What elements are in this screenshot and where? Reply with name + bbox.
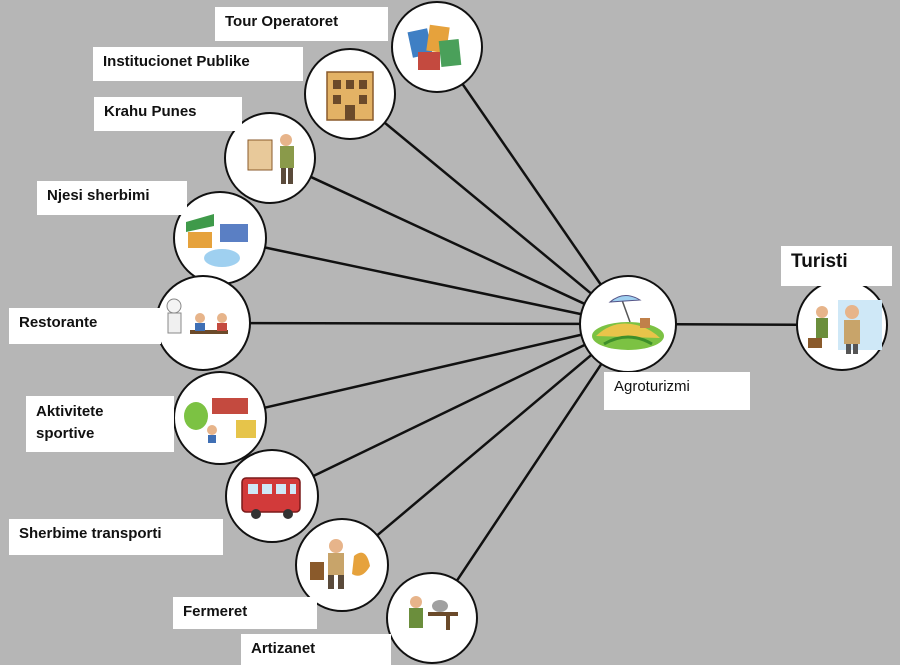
- label-target: Turisti: [781, 246, 892, 286]
- label-sports-activities-text: Aktivitete sportive: [36, 403, 104, 442]
- connector-line-7: [312, 343, 586, 478]
- restaurant-icon: [166, 298, 228, 334]
- stakeholder-node-artisans[interactable]: [386, 572, 478, 664]
- sports-icon: [184, 398, 256, 443]
- connector-line-1: [461, 83, 602, 286]
- stakeholder-node-sports-activities[interactable]: [173, 371, 267, 465]
- stakeholder-node-farmers[interactable]: [295, 518, 389, 612]
- bus-icon: [241, 477, 301, 519]
- connector-line-3: [310, 175, 585, 305]
- worker-icon: [247, 134, 294, 184]
- label-sports-activities: Aktivitete sportive: [26, 396, 174, 452]
- label-farmers: Fermeret: [173, 597, 317, 629]
- target-node[interactable]: [796, 279, 888, 371]
- label-public-institutions: Institucionet Publike: [93, 47, 303, 81]
- connector-line-5: [249, 321, 581, 326]
- connector-line-2: [383, 121, 592, 295]
- connector-line-6: [264, 333, 582, 409]
- label-restaurants: Restorante: [9, 308, 161, 344]
- hub-node[interactable]: [579, 275, 677, 373]
- label-tour-operators: Tour Operatoret: [215, 7, 388, 41]
- stakeholder-node-restaurants[interactable]: [155, 275, 251, 371]
- stakeholder-node-service-units[interactable]: [173, 191, 267, 285]
- farmer-icon: [310, 539, 370, 589]
- connector-line-4: [264, 246, 582, 316]
- building-icon: [326, 71, 374, 121]
- label-service-units: Njesi sherbimi: [37, 181, 187, 215]
- label-hub: Agroturizmi: [604, 372, 750, 410]
- tourist-icon: [808, 300, 882, 354]
- brochures-icon: [407, 24, 462, 70]
- connector-line-8: [376, 353, 593, 537]
- landscape-icon: [592, 295, 664, 350]
- label-transport-services: Sherbime transporti: [9, 519, 223, 555]
- artisan-icon: [409, 596, 458, 630]
- stakeholder-node-public-institutions[interactable]: [304, 48, 396, 140]
- stakeholder-node-transport-services[interactable]: [225, 449, 319, 543]
- label-artisans: Artizanet: [241, 634, 391, 665]
- stakeholder-node-labor-force[interactable]: [224, 112, 316, 204]
- connector-lines: [249, 83, 798, 582]
- connector-line-target: [675, 322, 798, 327]
- connector-line-9: [455, 363, 603, 582]
- stakeholder-node-tour-operators[interactable]: [391, 1, 483, 93]
- shop-icon: [186, 214, 248, 267]
- label-labor-force: Krahu Punes: [94, 97, 242, 131]
